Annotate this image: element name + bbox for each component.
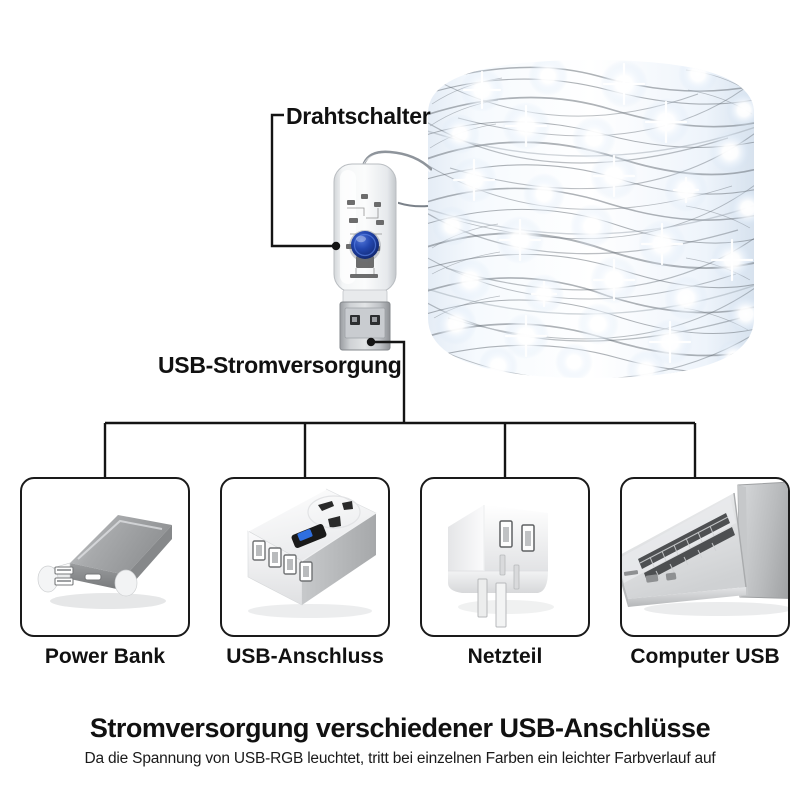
leader-dot-usb [366, 337, 376, 347]
laptop-icon [622, 481, 788, 616]
source-box-usb-anschluss[interactable] [220, 477, 390, 637]
leader-wire-switch [270, 113, 334, 248]
footer-subtitle: Da die Spannung von USB-RGB leuchtet, tr… [84, 750, 716, 767]
source-box-netzteil[interactable] [420, 477, 590, 637]
caption-usb-anschluss: USB-Anschluss [226, 645, 384, 668]
led-coil-illustration [398, 60, 754, 378]
leader-usb-power [372, 340, 406, 423]
led-coil-image [398, 18, 784, 410]
annotation-label-wire-switch: Drahtschalter [286, 103, 431, 129]
caption-netzteil: Netzteil [467, 645, 543, 668]
leader-dot-switch [331, 241, 341, 251]
power-button-icon [351, 231, 379, 259]
source-box-power-bank[interactable] [20, 477, 190, 637]
usb-dongle-illustration [333, 150, 432, 351]
wall-adapter-icon [448, 505, 554, 628]
usb-switch-dongle-image [316, 148, 432, 360]
power-bank-icon [37, 515, 172, 609]
source-box-computer-usb[interactable] [620, 477, 790, 637]
footer-title: Stromversorgung verschiedener USB-Anschl… [89, 713, 711, 743]
caption-computer-usb: Computer USB [630, 645, 780, 668]
caption-power-bank: Power Bank [44, 645, 166, 668]
annotation-label-usb-power: USB-Stromversorgung [158, 352, 402, 378]
usb-power-strip-icon [247, 488, 377, 618]
